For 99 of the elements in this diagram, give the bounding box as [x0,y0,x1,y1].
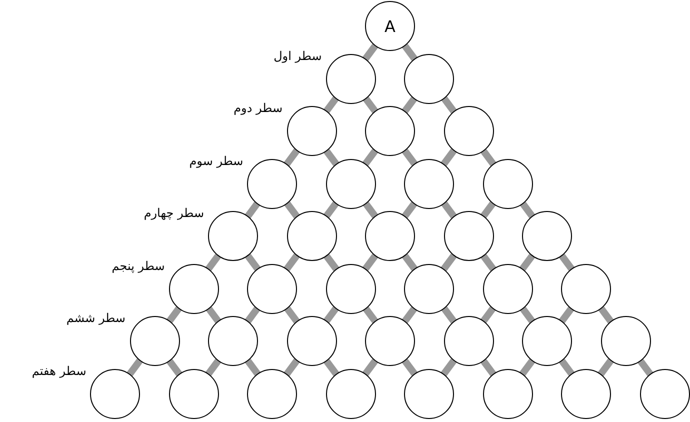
connector [480,358,496,376]
connector [166,358,182,376]
connector [519,253,536,272]
connector [402,253,418,272]
connector [362,306,378,324]
connector [440,148,457,166]
circle [326,54,376,104]
circle [168,264,219,314]
connector [362,253,378,272]
connector [480,200,496,219]
connector [362,43,378,62]
circle [168,368,219,418]
connector [598,358,614,376]
circle [482,368,533,418]
circle [444,316,494,366]
connector [205,358,222,376]
connector [323,253,340,272]
circle [365,211,415,261]
circle [444,211,494,261]
circle [522,211,572,261]
circle [286,106,336,156]
connector [323,96,340,114]
row-label: سطر ششم [66,311,126,325]
connector [362,358,378,376]
connector [166,306,182,324]
circle [247,158,298,208]
connector [362,148,378,166]
connector [480,306,496,324]
connector [323,358,340,376]
circle [404,368,454,418]
circle [130,316,180,366]
connector [362,96,378,114]
circle [208,211,258,261]
connector [284,253,300,272]
connector [558,306,575,324]
connector [402,148,418,166]
circle [326,368,376,418]
circle [208,316,258,366]
connector [402,200,418,219]
circle [326,264,376,314]
connector [480,253,496,272]
connector [126,358,143,376]
circle [365,316,415,366]
connector [480,148,496,166]
circle [404,158,454,208]
circle [561,368,612,418]
connector [519,306,536,324]
connector [323,148,340,166]
letter-circle: A [365,1,415,51]
connector [244,200,261,219]
circle [326,158,376,208]
row-label: سطر پنجم [112,258,165,272]
connector [323,200,340,219]
connector [284,148,300,166]
connector [362,200,378,219]
connector [244,253,261,272]
circle [286,211,336,261]
row-label: سطر سوم [189,154,244,168]
connector [402,358,418,376]
connector [519,200,536,219]
circle [482,264,533,314]
connector [402,306,418,324]
connector [205,253,222,272]
circle [444,106,494,156]
connector [284,306,300,324]
circle [404,264,454,314]
connector [558,358,575,376]
connector [558,253,575,272]
connector [637,358,654,376]
row-label: سطر دوم [234,101,282,115]
connector [284,200,300,219]
connector [402,43,418,62]
row-label: سطر چهارم [144,206,204,220]
circle [365,106,415,156]
connector [598,306,614,324]
circle [404,54,454,104]
circle [482,158,533,208]
connector [440,306,457,324]
connector [402,96,418,114]
circle [600,316,650,366]
circle [247,264,298,314]
connector [244,358,261,376]
connector [440,200,457,219]
row-label: سطر هفتم [32,364,86,378]
circle [522,316,572,366]
connector [440,358,457,376]
connector [440,96,457,114]
circle [640,368,690,418]
connector [205,306,222,324]
row-label: سطر اول [274,48,322,62]
circle [286,316,336,366]
connector [323,306,340,324]
connector [519,358,536,376]
connector [284,358,300,376]
connector [244,306,261,324]
circle [561,264,612,314]
circle [247,368,298,418]
circle [90,368,140,418]
connector [440,253,457,272]
